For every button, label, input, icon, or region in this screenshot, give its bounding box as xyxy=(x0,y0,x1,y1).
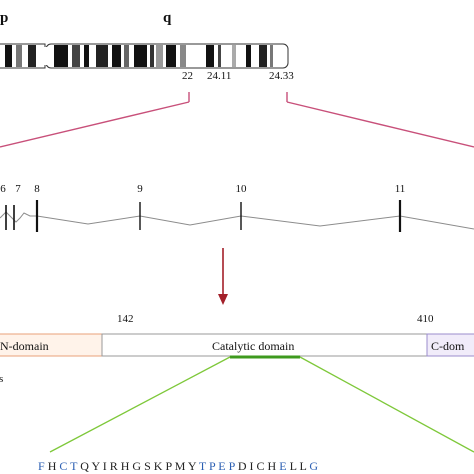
residue: I xyxy=(247,459,254,473)
chromosome-band xyxy=(72,45,80,67)
position-label-142: 142 xyxy=(117,313,134,325)
intron-lines xyxy=(0,211,474,230)
residue: G xyxy=(306,459,318,473)
residue: H xyxy=(118,459,130,473)
c-domain-label: C-dom xyxy=(431,339,465,353)
exon-label-10: 10 xyxy=(236,183,248,195)
residue: H xyxy=(265,459,277,473)
residue: I xyxy=(100,459,107,473)
n-domain-label: N-domain xyxy=(0,339,49,353)
chromosome-band xyxy=(156,45,163,67)
residue: P xyxy=(226,459,236,473)
residue: D xyxy=(235,459,247,473)
residue: F xyxy=(38,459,45,473)
chromosome-band xyxy=(124,45,129,67)
q-arm-label: q xyxy=(163,10,172,26)
chromosome-band xyxy=(134,45,147,67)
chromosome-band xyxy=(246,45,251,67)
chromosome-band xyxy=(259,45,267,67)
band-label-24-11: 24.11 xyxy=(207,70,231,82)
residue: Y xyxy=(185,459,197,473)
chromosome-band xyxy=(270,45,273,67)
residue: Q xyxy=(77,459,89,473)
residue: G xyxy=(129,459,141,473)
catalytic-domain-label: Catalytic domain xyxy=(212,339,294,353)
chromosome-band xyxy=(16,45,22,67)
residue: C xyxy=(254,459,265,473)
centromere xyxy=(42,47,49,65)
chromosome-band xyxy=(166,45,176,67)
chromosome-band xyxy=(5,45,12,67)
chromosome-band xyxy=(54,45,68,67)
chromosome-band xyxy=(96,45,108,67)
residue: Y xyxy=(89,459,101,473)
residue: S xyxy=(141,459,151,473)
chromosome-band xyxy=(206,45,214,67)
protein-domain-bar: N-domain Catalytic domain C-dom xyxy=(0,333,474,357)
side-mark: s xyxy=(0,373,3,385)
residue: M xyxy=(172,459,186,473)
gene-structure xyxy=(0,200,474,232)
chromosome-band xyxy=(28,45,36,67)
position-label-410: 410 xyxy=(417,313,434,325)
translation-arrow xyxy=(218,248,228,305)
exon-label-6: 6 xyxy=(0,183,6,195)
c-domain-box xyxy=(426,333,474,357)
residue: K xyxy=(151,459,163,473)
chromosome-band xyxy=(84,45,89,67)
residue: P xyxy=(162,459,172,473)
sequence-zoom-callout xyxy=(49,355,474,453)
residue: T xyxy=(67,459,78,473)
p-arm-label: p xyxy=(0,10,8,26)
residue: C xyxy=(56,459,67,473)
residue: H xyxy=(45,459,57,473)
chromosome-band xyxy=(112,45,121,67)
residue: P xyxy=(206,459,216,473)
band-label-22: 22 xyxy=(182,70,193,82)
chromosome-ideogram xyxy=(0,43,289,69)
exon-label-8: 8 xyxy=(34,183,40,195)
residue: L xyxy=(296,459,306,473)
residue: E xyxy=(276,459,286,473)
exon-label-7: 7 xyxy=(15,183,21,195)
chromosome-band xyxy=(150,45,154,67)
chromosome-band xyxy=(232,45,236,67)
chromosome-zoom-callout xyxy=(0,92,474,148)
chromosome-band xyxy=(218,45,221,67)
amino-acid-sequence: F H C T Q Y I R H G S K P M Y T P E P D … xyxy=(38,459,318,473)
residue: L xyxy=(287,459,297,473)
residue: E xyxy=(215,459,225,473)
residue: T xyxy=(196,459,207,473)
residue: R xyxy=(107,459,118,473)
chromosome-band xyxy=(180,45,186,67)
band-label-24-33: 24.33 xyxy=(269,70,294,82)
exon-label-9: 9 xyxy=(137,183,143,195)
exon-label-11: 11 xyxy=(395,183,406,195)
